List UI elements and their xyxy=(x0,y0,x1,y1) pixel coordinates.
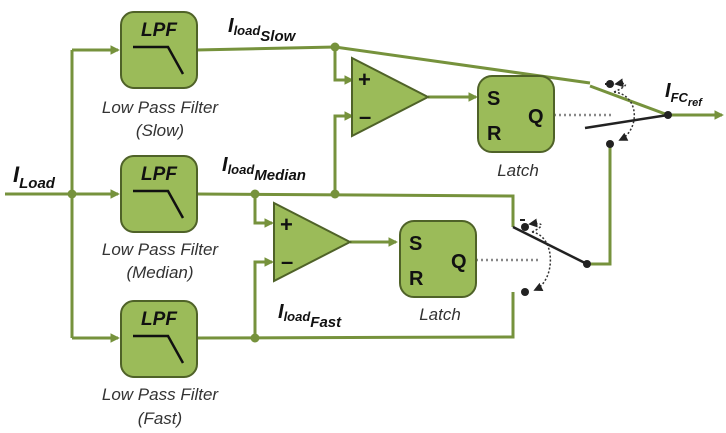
comparator-top-minus: – xyxy=(359,104,371,129)
lpf-median-caption-line1: Low Pass Filter xyxy=(102,240,220,259)
fast-to-bottom-comparator-minus xyxy=(253,257,274,338)
bottom-switch-arm xyxy=(512,225,588,266)
comparator-top: + – xyxy=(351,56,431,138)
lpf-slow-block: LPF xyxy=(120,11,198,89)
comparator-bottom: + – xyxy=(273,201,353,283)
signal-output-label: IFCref xyxy=(665,80,703,109)
latch-top-caption: Latch xyxy=(497,161,539,180)
signal-median-label: IloadMedian xyxy=(222,154,306,184)
median-to-bottom-comparator-plus xyxy=(253,194,274,228)
fast-output-wire xyxy=(195,292,515,340)
latch-top-r: R xyxy=(487,123,502,145)
latch-top-s: S xyxy=(487,88,500,110)
latch-top: S R Q xyxy=(477,75,555,153)
lpf-fast-caption-line2: (Fast) xyxy=(138,409,182,428)
lpf-fast-block: LPF xyxy=(120,300,198,378)
latch-bottom-caption: Latch xyxy=(419,305,461,324)
signal-slow-label: IloadSlow xyxy=(228,15,297,45)
lpf-median-label: LPF xyxy=(141,164,178,185)
lpf-median-block: LPF xyxy=(120,155,198,233)
lpf-slow-caption-line1: Low Pass Filter xyxy=(102,98,220,117)
comparator-top-plus: + xyxy=(358,67,371,92)
latch-bottom-r: R xyxy=(409,268,424,290)
lpf-slow-label: LPF xyxy=(141,20,178,41)
signal-input-label: ILoad xyxy=(13,162,56,192)
control-links xyxy=(476,78,635,291)
latch-bottom-s: S xyxy=(409,233,422,255)
bottom-switch-to-top-switch-wire xyxy=(587,144,612,266)
top-switch-arm xyxy=(584,113,669,130)
lowpass-response-icon xyxy=(133,45,185,75)
latch-bottom-q: Q xyxy=(451,251,467,273)
lowpass-response-icon xyxy=(133,189,185,219)
median-output-wire xyxy=(195,192,515,227)
junction-dots xyxy=(67,42,672,343)
comparator-bottom-minus: – xyxy=(281,249,293,274)
median-to-top-comparator-minus xyxy=(333,111,354,194)
latch-bottom: S R Q xyxy=(399,220,477,298)
signal-fast-label: IloadFast xyxy=(278,301,342,331)
latch-top-q: Q xyxy=(528,106,544,128)
comparator-bottom-plus: + xyxy=(280,212,293,237)
slow-to-top-comparator-plus xyxy=(333,47,354,85)
lpf-median-caption-line2: (Median) xyxy=(126,263,193,282)
lpf-fast-caption-line1: Low Pass Filter xyxy=(102,385,220,404)
lpf-fast-label: LPF xyxy=(141,309,178,330)
lpf-slow-caption-line2: (Slow) xyxy=(136,121,184,140)
lowpass-response-icon xyxy=(133,334,185,364)
